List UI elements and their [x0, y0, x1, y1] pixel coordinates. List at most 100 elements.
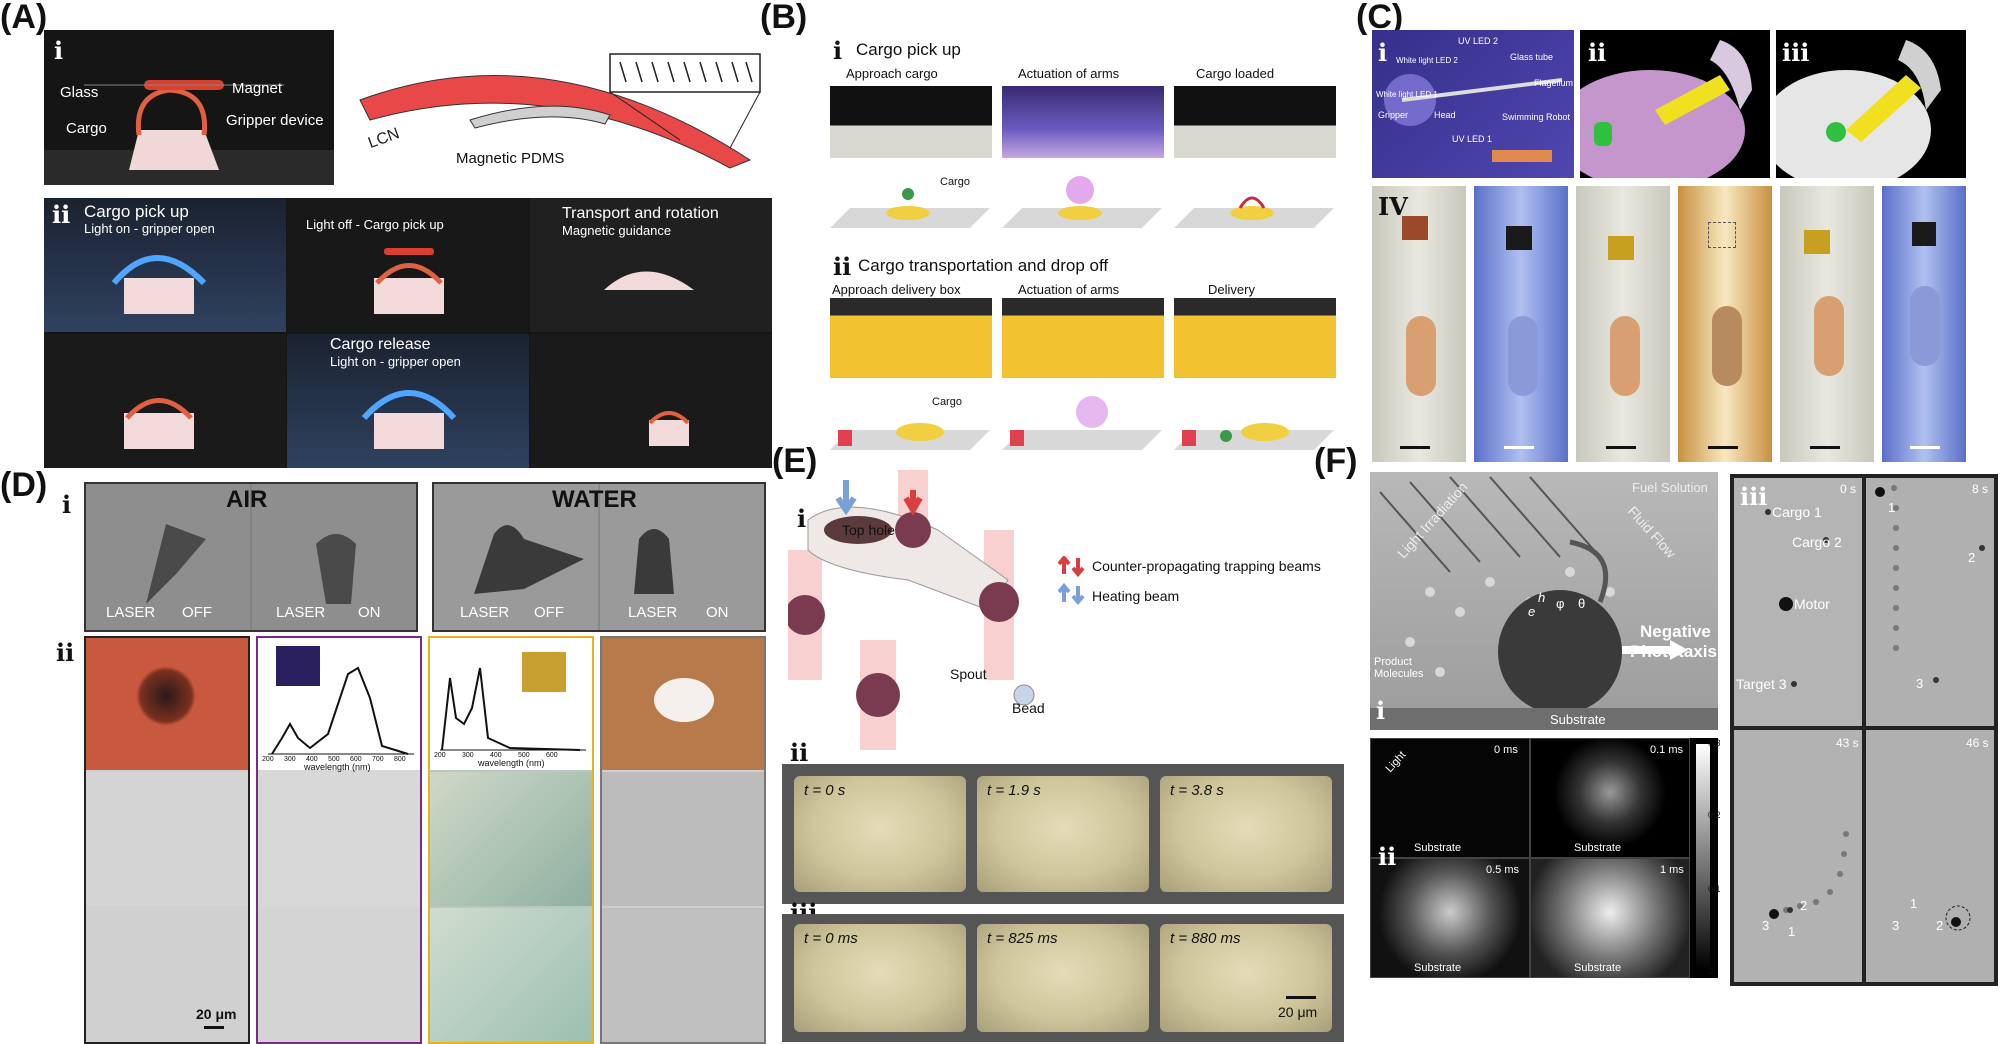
f-iii-time-0: 0 s — [1840, 482, 1857, 496]
a-frame2-line1: Light off - Cargo pick up — [306, 217, 444, 232]
a-frame5-line1: Cargo release — [330, 336, 431, 353]
d-spec2-tick-0: 200 — [434, 752, 446, 759]
panel-b-i-title: Cargo pick up — [856, 40, 961, 59]
f-num-3b: 3 — [1762, 918, 1770, 933]
d-water-off: OFF — [534, 604, 564, 621]
f-cbar-2: 0.1 — [1708, 884, 1721, 894]
d-spec2-tick-4: 600 — [546, 752, 558, 759]
f-iii-micrographs — [1730, 474, 1998, 986]
e-ii-time-2: t = 3.8 s — [1170, 782, 1224, 799]
c-ii-render — [1580, 30, 1770, 178]
callout-cargo: Cargo — [66, 120, 107, 137]
e-spout: Spout — [950, 666, 987, 682]
f-target3: Target 3 — [1736, 676, 1787, 692]
panel-d-ii-numeral: ii — [56, 638, 75, 667]
panel-b-i-numeral: i — [833, 36, 843, 65]
a-frame3-line2: Magnetic guidance — [562, 223, 672, 238]
f-molecules: Molecules — [1374, 668, 1424, 680]
d-air-panel — [84, 482, 418, 632]
c-label-wl1: White light LED 1 — [1376, 90, 1438, 99]
f-sym-h: h — [1538, 590, 1546, 605]
b-photo-5 — [1002, 298, 1164, 378]
c-i-numeral: i — [1378, 38, 1388, 67]
e-ii-time-0: t = 0 s — [804, 782, 846, 799]
c-scalebar-5 — [1810, 446, 1840, 449]
d-spec1-tick-1: 300 — [284, 756, 296, 763]
b-step-ii-1: Approach delivery box — [832, 282, 961, 297]
panel-label-d: (D) — [0, 466, 48, 504]
c-iv-photo-3 — [1576, 186, 1670, 462]
callout-gripper: Gripper device — [226, 112, 324, 129]
f-num-1a: 1 — [1888, 500, 1896, 515]
d-col3 — [428, 636, 594, 1044]
f-sym-phi: φ — [1556, 596, 1565, 611]
c-label-wl2: White light LED 2 — [1396, 56, 1458, 65]
f-num-2b: 2 — [1800, 898, 1808, 913]
d-air-laser-2: LASER — [276, 604, 326, 621]
f-ii-substrate-4: Substrate — [1574, 962, 1622, 974]
e-top-hole: Top hole — [842, 522, 895, 538]
panel-b-ii-numeral: ii — [833, 252, 852, 281]
panel-a-i-numeral: i — [54, 36, 64, 65]
a-frame5-line2: Light on - gripper open — [330, 354, 461, 369]
c-label-uvled2: UV LED 2 — [1458, 36, 1499, 46]
c-iii-numeral: iii — [1782, 38, 1810, 67]
c-iv-numeral: IV — [1378, 192, 1408, 221]
f-ii-numeral: ii — [1378, 842, 1397, 871]
f-iii-time-2: 43 s — [1836, 736, 1859, 750]
f-cbar-1: 0.2 — [1708, 810, 1721, 820]
f-ii-substrate-1: Substrate — [1414, 842, 1462, 854]
c-iv-photo-1 — [1372, 186, 1466, 462]
e-ii-time-1: t = 1.9 s — [987, 782, 1041, 799]
b-ii-schematics — [830, 396, 1334, 450]
e-iii-time-1: t = 825 ms — [987, 930, 1058, 947]
b-i-schematics — [830, 176, 1334, 228]
b-photo-4 — [830, 298, 992, 378]
e-film-iii — [782, 914, 1344, 1042]
f-ii-substrate-3: Substrate — [1414, 962, 1462, 974]
d-col1 — [84, 636, 250, 1044]
c-label-glass: Glass tube — [1510, 52, 1554, 62]
f-num-2c: 2 — [1936, 918, 1944, 933]
f-fuel: Fuel Solution — [1632, 480, 1708, 495]
f-num-3c: 3 — [1892, 918, 1900, 933]
c-scalebar-4 — [1708, 446, 1738, 449]
d-air-on: ON — [358, 604, 381, 621]
c-scalebar-6 — [1910, 446, 1940, 449]
c-i-diagram — [1372, 30, 1574, 178]
c-scalebar-3 — [1606, 446, 1636, 449]
c-label-head: Head — [1434, 110, 1456, 120]
c-label-robot: Swimming Robot — [1502, 112, 1571, 122]
d-air-off: OFF — [182, 604, 212, 621]
e-legend-trap: Counter-propagating trapping beams — [1092, 558, 1321, 574]
d-spec1-tick-6: 800 — [394, 756, 406, 763]
d-water-panel — [432, 482, 766, 632]
a-frame3-line1: Transport and rotation — [562, 205, 719, 222]
f-iii-time-1: 8 s — [1972, 482, 1989, 496]
d-scalebar-label: 20 μm — [196, 1006, 237, 1022]
f-i-substrate: Substrate — [1550, 712, 1606, 727]
e-film-ii — [782, 764, 1344, 904]
d-water-title: WATER — [552, 486, 637, 513]
e-scalebar-label: 20 μm — [1278, 1004, 1318, 1020]
d-scalebar — [204, 1026, 224, 1029]
d-water-laser-2: LASER — [628, 604, 678, 621]
d-spec1-tick-0: 200 — [262, 756, 274, 763]
b-photo-2 — [1002, 86, 1164, 158]
gripper-illustration — [44, 80, 334, 185]
c-iv-photo-4 — [1678, 186, 1772, 462]
d-spectrum-2 — [440, 667, 586, 751]
f-ii-time-3: 1 ms — [1660, 864, 1684, 876]
d-air-laser-1: LASER — [106, 604, 156, 621]
b-photo-3 — [1174, 86, 1336, 158]
e-bead: Bead — [1012, 700, 1045, 716]
b-step-i-1: Approach cargo — [846, 66, 938, 81]
f-ii-substrate-2: Substrate — [1574, 842, 1622, 854]
c-iv-photo-2 — [1474, 186, 1568, 462]
b-step-ii-3: Delivery — [1208, 282, 1255, 297]
f-motor: Motor — [1794, 596, 1830, 612]
f-cargo1: Cargo 1 — [1772, 504, 1822, 520]
f-ii-time-1: 0.1 ms — [1650, 744, 1684, 756]
d-water-on: ON — [706, 604, 729, 621]
microtool-diagram — [788, 470, 1035, 750]
